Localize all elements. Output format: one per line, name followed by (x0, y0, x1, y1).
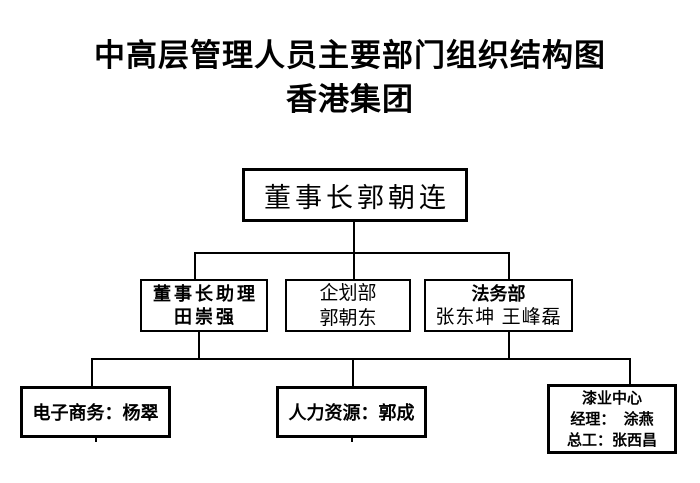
connector-stub-hr (351, 438, 353, 442)
connector-legal-down (508, 332, 510, 360)
node-planning-dept-person: 郭朝东 (319, 307, 377, 329)
node-legal-dept: 法务部 张东坤 王峰磊 (424, 279, 573, 332)
node-ecommerce: 电子商务：杨翠 (20, 386, 171, 438)
page-title-line-1: 中高层管理人员主要部门组织结构图 (94, 38, 606, 73)
connector-level2-drop-right (508, 252, 510, 279)
connector-level2-rail (194, 252, 510, 254)
node-chairman-assistant-title: 董事长助理 (153, 283, 258, 304)
node-legal-dept-persons: 张东坤 王峰磊 (435, 306, 562, 328)
node-human-resources-label: 人力资源：郭成 (288, 403, 415, 423)
node-paint-center: 漆业中心 经理： 涂燕 总工：张西昌 (547, 384, 677, 454)
connector-root-drop (353, 222, 355, 253)
node-paint-center-manager: 经理： 涂燕 (570, 410, 654, 428)
node-ecommerce-label: 电子商务：杨翠 (32, 403, 159, 423)
node-chairman-assistant: 董事长助理 田崇强 (140, 279, 268, 332)
node-chairman-assistant-person: 田崇强 (174, 306, 237, 327)
connector-level3-drop-left (91, 358, 93, 386)
node-chairman-label: 董事长郭朝连 (264, 182, 450, 213)
page-title: 中高层管理人员主要部门组织结构图 香港集团 (0, 34, 700, 122)
connector-level2-drop-left (194, 252, 196, 279)
connector-level3-drop-right (629, 358, 631, 384)
connector-assistant-down (198, 332, 200, 360)
node-legal-dept-title: 法务部 (471, 283, 526, 304)
connector-stub-ecommerce (95, 438, 97, 442)
node-human-resources: 人力资源：郭成 (276, 386, 427, 438)
connector-level3-rail (91, 358, 631, 360)
connector-level3-drop-middle (352, 358, 354, 386)
node-chairman: 董事长郭朝连 (242, 168, 468, 222)
node-planning-dept-title: 企划部 (319, 282, 377, 304)
page-title-line-2: 香港集团 (286, 82, 414, 117)
node-paint-center-chief-engineer: 总工：张西昌 (566, 431, 657, 449)
node-planning-dept: 企划部 郭朝东 (285, 279, 411, 332)
connector-level2-drop-middle (353, 252, 355, 279)
node-paint-center-title: 漆业中心 (581, 389, 642, 407)
